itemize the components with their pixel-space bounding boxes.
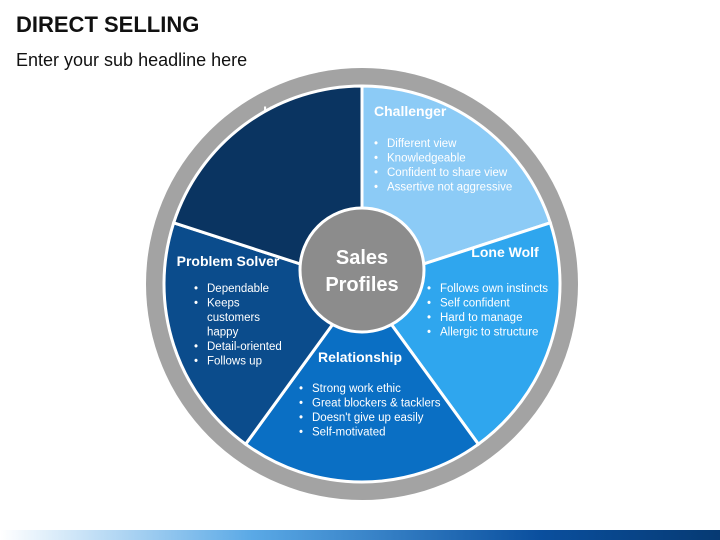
- bullet-icon: •: [194, 298, 198, 310]
- bullet-icon: •: [299, 412, 303, 424]
- segment-item: Doesn't give up easily: [312, 412, 424, 424]
- bullet-icon: •: [427, 327, 431, 339]
- bullet-icon: •: [194, 356, 198, 368]
- bullet-icon: •: [299, 398, 303, 410]
- segment-item: customers: [207, 312, 260, 324]
- segment-title: Challenger: [374, 103, 447, 119]
- segment-item: Assertive not aggressive: [387, 182, 512, 194]
- bullet-icon: •: [299, 427, 303, 439]
- segment-item: Great blockers & tacklers: [312, 398, 441, 410]
- segment-item: Keeps: [207, 298, 240, 310]
- segment-item: Hard to manage: [440, 312, 522, 324]
- bullet-icon: •: [194, 283, 198, 295]
- bullet-icon: •: [427, 283, 431, 295]
- segment-item: Self-motivated: [312, 427, 386, 439]
- bullet-icon: •: [374, 153, 378, 165]
- segment-item: Dependable: [207, 283, 269, 295]
- footer-bar: [0, 530, 720, 540]
- center-circle: [298, 206, 426, 334]
- bullet-icon: •: [427, 298, 431, 310]
- bullet-icon: •: [194, 341, 198, 353]
- bullet-icon: •: [374, 138, 378, 150]
- segment-lone-wolf: [243, 281, 481, 484]
- bullet-icon: •: [374, 167, 378, 179]
- center-label-line2: Profiles: [325, 274, 398, 296]
- bullet-icon: •: [427, 312, 431, 324]
- segment-item: Follows up: [207, 356, 262, 368]
- page-title: DIRECT SELLING: [16, 12, 200, 37]
- segment-title: Lone Wolf: [471, 244, 539, 260]
- center-label-line1: Sales: [336, 247, 388, 269]
- page-subtitle: Enter your sub headline here: [16, 50, 248, 70]
- segment-item: happy: [207, 327, 239, 339]
- bullet-icon: •: [299, 383, 303, 395]
- bullet-icon: •: [374, 182, 378, 194]
- segment-item: Strong work ethic: [312, 383, 401, 395]
- segment-item: Allergic to structure: [440, 327, 538, 339]
- segment-item: Different view: [387, 138, 457, 150]
- segment-item: Self confident: [440, 298, 510, 310]
- segment-item: Detail-oriented: [207, 341, 282, 353]
- segment-item: Knowledgeable: [387, 153, 466, 165]
- segment-title: Relationship: [318, 349, 402, 365]
- segment-item: Follows own instincts: [440, 283, 548, 295]
- segment-item: Confident to share view: [387, 167, 508, 179]
- segment-title: Problem Solver: [177, 253, 280, 269]
